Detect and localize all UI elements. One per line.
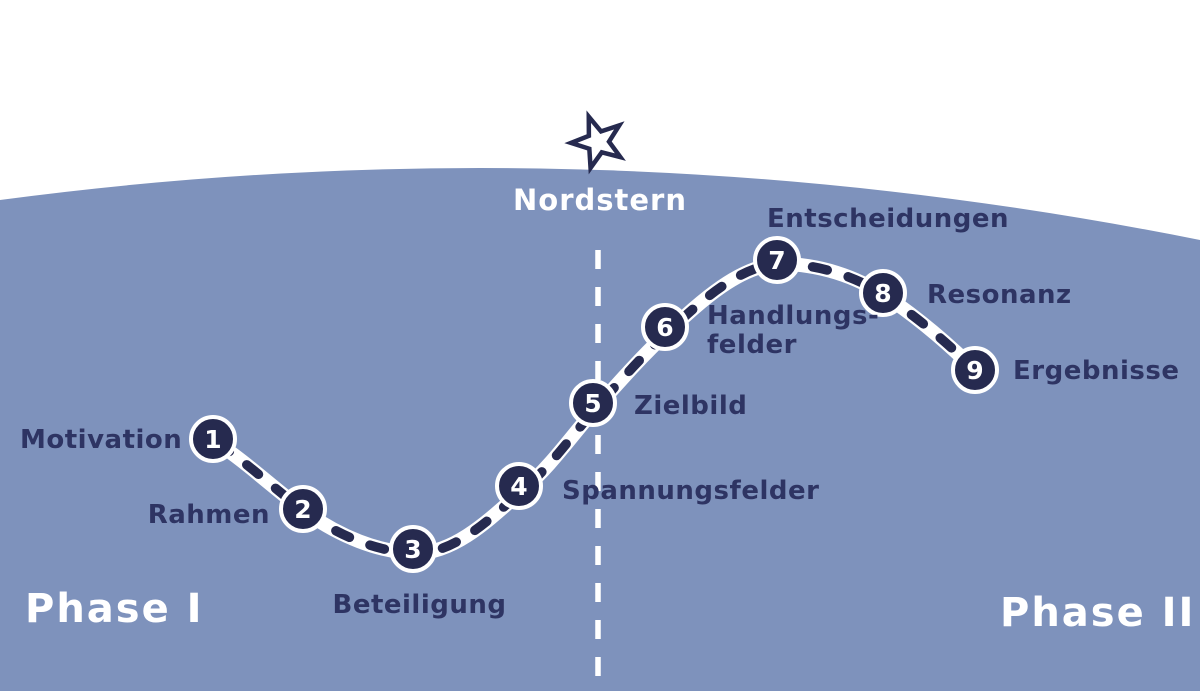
step-label-resonanz: Resonanz: [927, 280, 1072, 310]
step-circle-2: 2: [279, 485, 327, 533]
step-number: 3: [404, 534, 422, 564]
step-number: 8: [874, 278, 892, 308]
step-number: 7: [768, 245, 786, 275]
step-number: 5: [584, 388, 602, 418]
step-number: 2: [294, 494, 312, 524]
phase-1-label: Phase I: [25, 586, 204, 632]
step-circle-8: 8: [859, 269, 907, 317]
step-number: 9: [966, 355, 984, 385]
north-star-icon: [564, 110, 626, 175]
step-label-entscheidungen: Entscheidungen: [767, 204, 1010, 234]
step-label-spannungsfelder: Spannungsfelder: [562, 476, 820, 506]
step-circle-3: 3: [389, 525, 437, 573]
step-circle-1: 1: [189, 415, 237, 463]
step-label-beteiligung: Beteiligung: [332, 590, 507, 620]
step-label-handlungsfelder: Handlungs- felder: [707, 301, 880, 361]
step-label-motivation: Motivation: [20, 425, 183, 455]
phase-2-label: Phase II: [1000, 590, 1196, 636]
step-label-ergebnisse: Ergebnisse: [1013, 356, 1180, 386]
step-circle-4: 4: [495, 462, 543, 510]
step-circle-7: 7: [753, 236, 801, 284]
step-number: 6: [656, 312, 674, 342]
journey-path-dashes: [212, 259, 984, 558]
north-star-label: Nordstern: [513, 183, 687, 217]
step-number: 1: [204, 424, 222, 454]
step-circle-6: 6: [641, 303, 689, 351]
step-number: 4: [510, 471, 528, 501]
step-circle-5: 5: [569, 379, 617, 427]
step-label-rahmen: Rahmen: [147, 500, 270, 530]
step-circle-9: 9: [951, 346, 999, 394]
step-label-zielbild: Zielbild: [634, 391, 748, 421]
